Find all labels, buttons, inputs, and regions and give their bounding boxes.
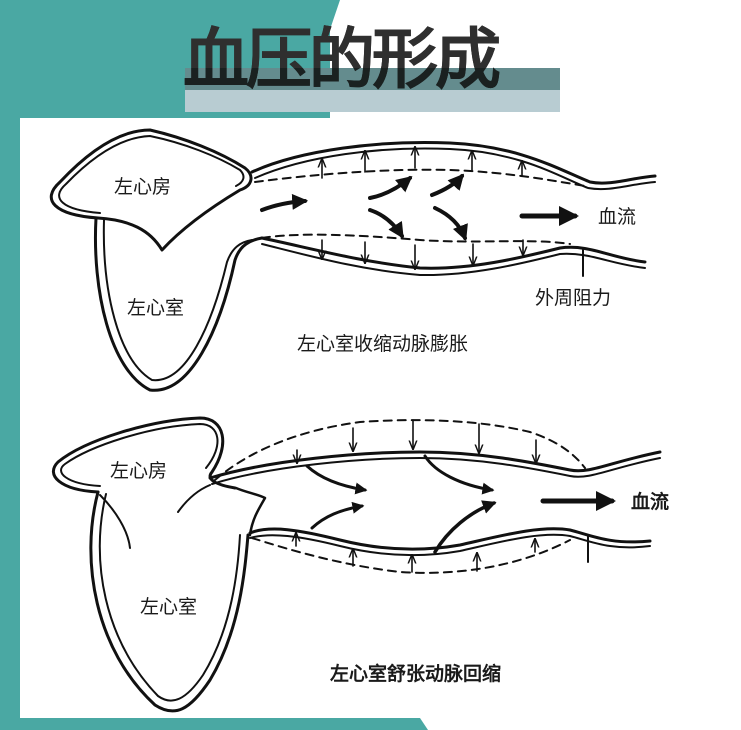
- bottom-flow-label: 血流: [631, 491, 670, 513]
- diagram-card: [20, 118, 741, 718]
- top-caption: 左心室收缩动脉膨胀: [297, 333, 469, 355]
- bottom-caption: 左心室舒张动脉回缩: [330, 663, 502, 685]
- title-overlay: [185, 68, 560, 90]
- top-resistance-label: 外周阻力: [535, 287, 612, 309]
- bottom-atrium-label: 左心房: [110, 460, 168, 482]
- frame-teal-left: [0, 0, 20, 730]
- bottom-ventricle-label: 左心室: [140, 596, 198, 618]
- top-artery: [250, 140, 657, 277]
- bottom-artery: [208, 419, 662, 574]
- bottom-heart: [51, 416, 267, 713]
- top-flow-label: 血流: [598, 206, 637, 228]
- top-heart: [49, 128, 264, 392]
- top-ventricle-label: 左心室: [127, 297, 185, 319]
- frame-teal-bottom-slant: [420, 718, 428, 730]
- frame-teal-bottom: [0, 718, 420, 730]
- top-atrium-label: 左心房: [114, 176, 172, 198]
